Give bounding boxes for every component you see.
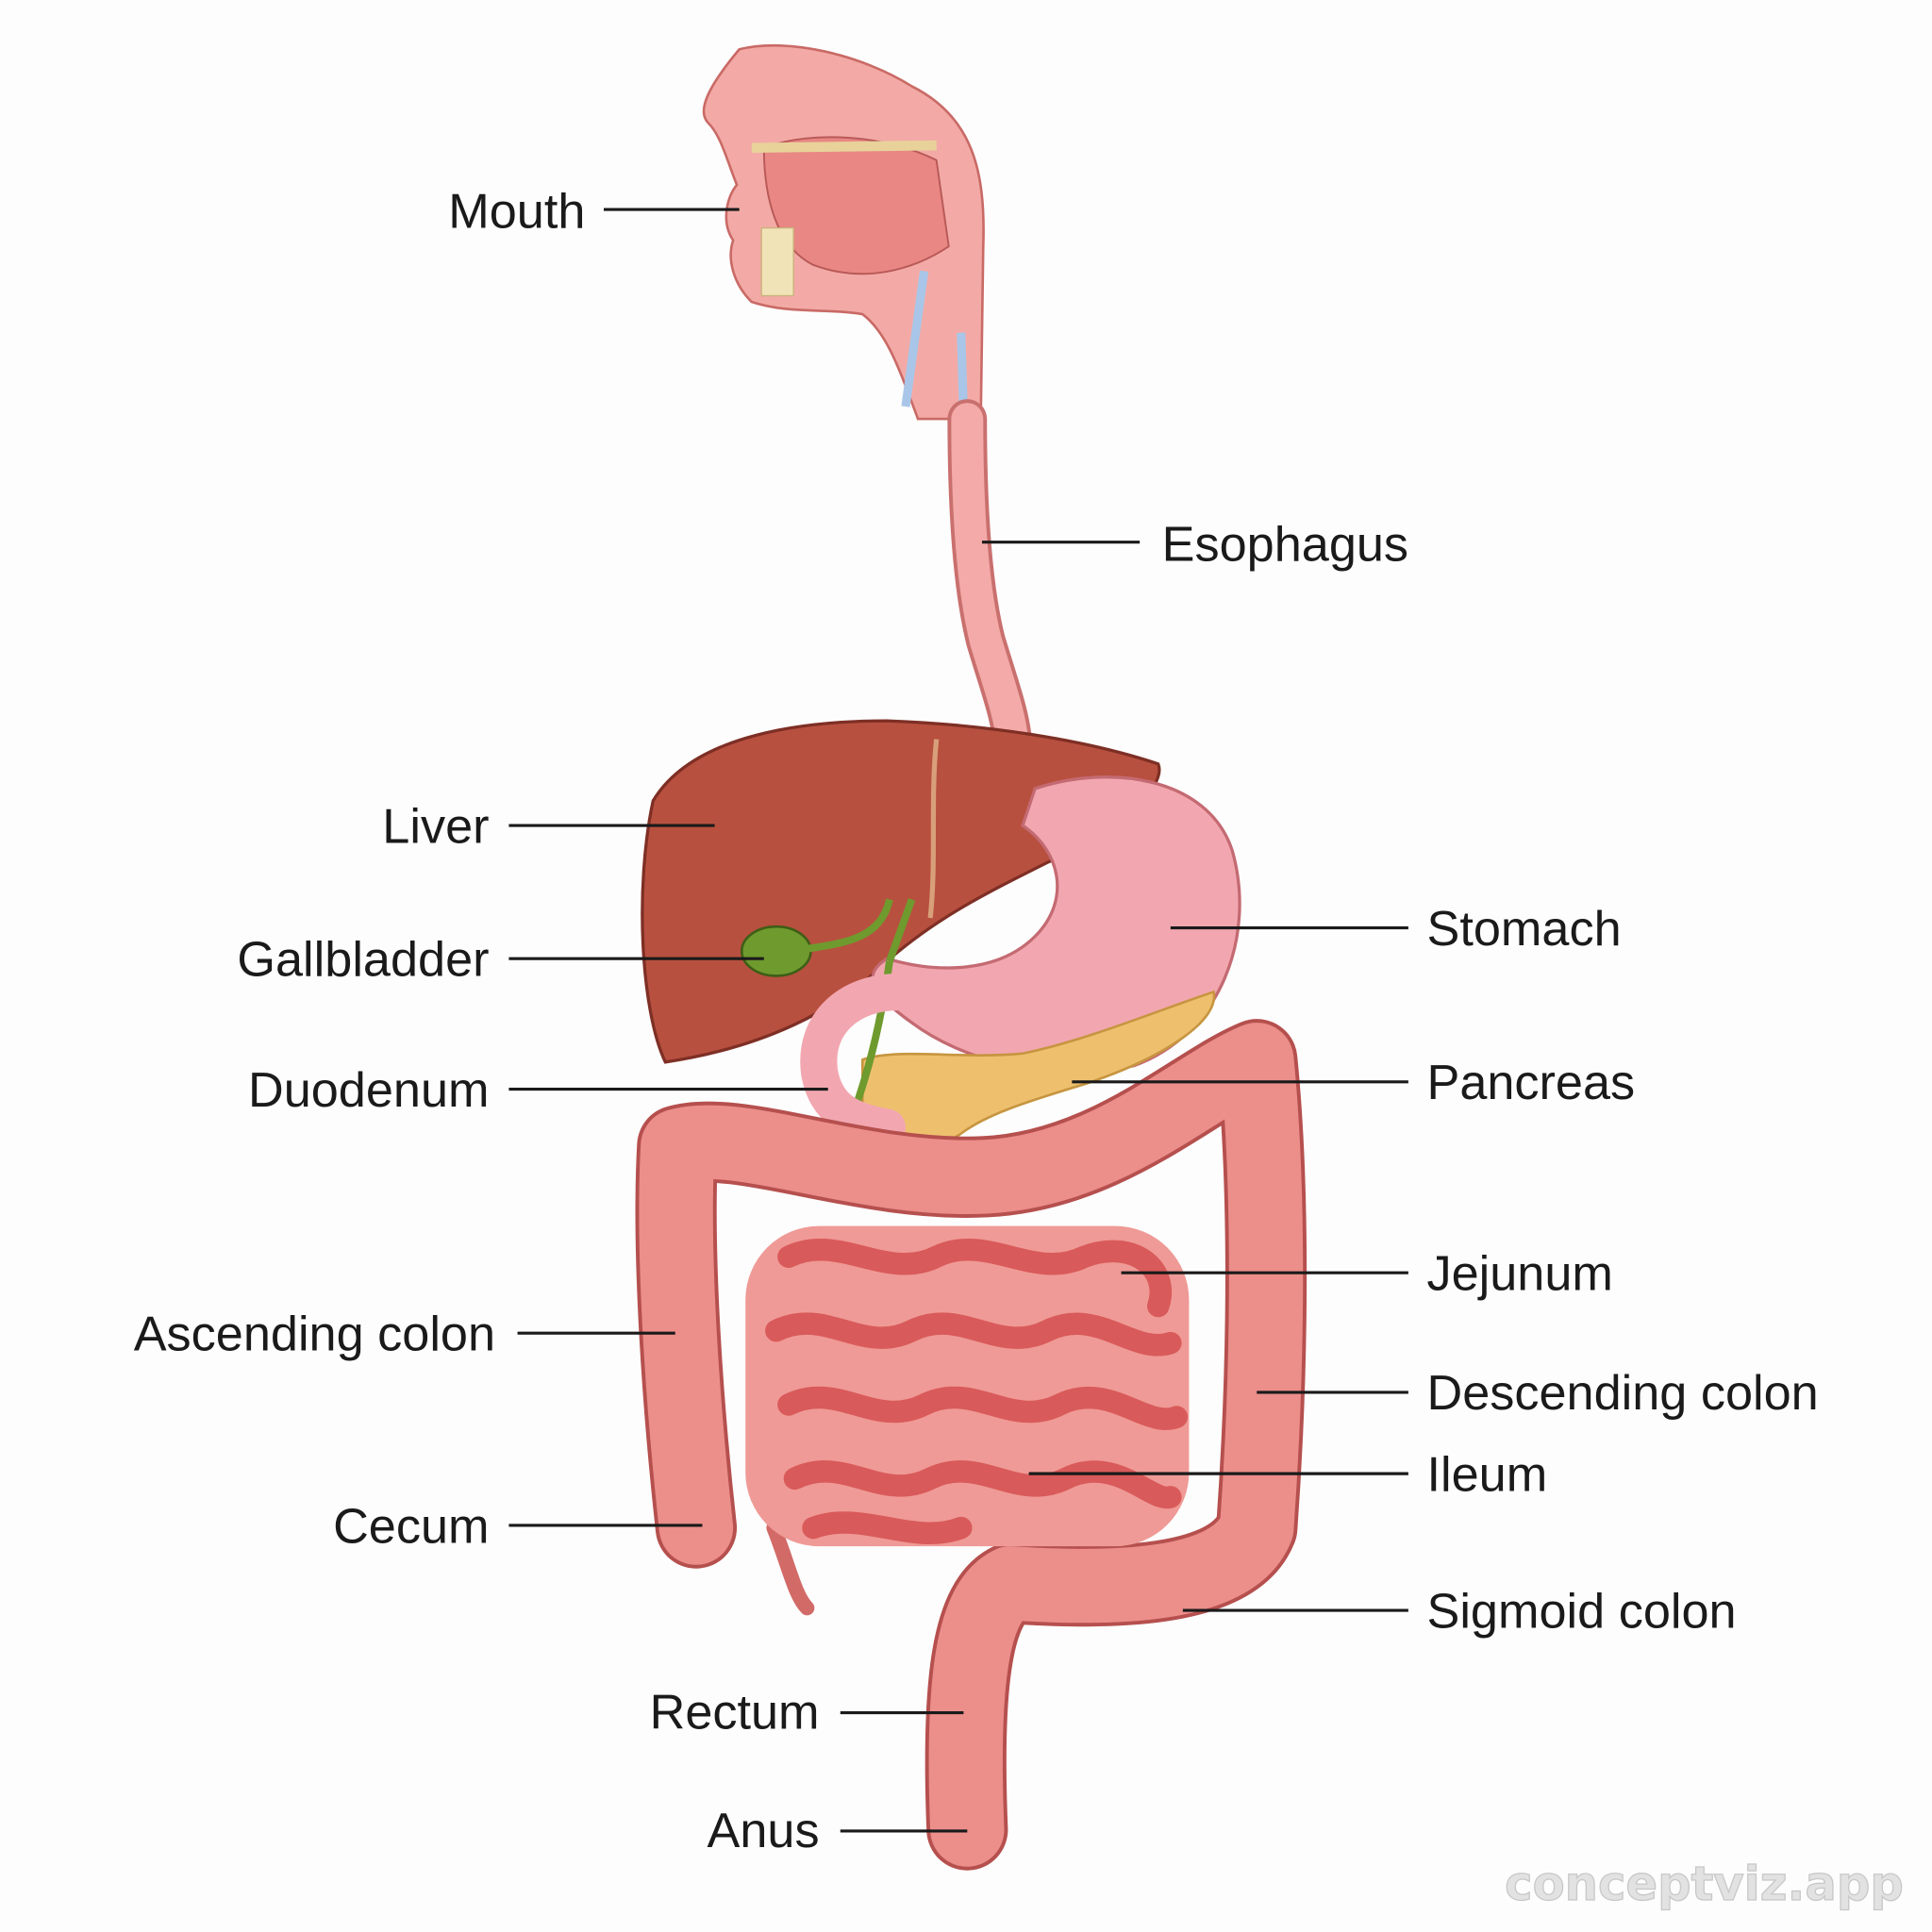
label-anus: Anus	[708, 1804, 820, 1858]
label-cecum: Cecum	[333, 1499, 489, 1554]
label-gallbladder: Gallbladder	[237, 932, 489, 987]
duodenum-organ	[800, 973, 919, 1146]
watermark: conceptviz.app	[1505, 1857, 1904, 1911]
label-descending-colon: Descending colon	[1426, 1366, 1818, 1421]
small-intestine-organ	[765, 1238, 1189, 1544]
label-esophagus: Esophagus	[1162, 517, 1408, 572]
label-ileum: Ileum	[1426, 1447, 1547, 1502]
label-stomach: Stomach	[1426, 902, 1621, 957]
label-ascending-colon: Ascending colon	[134, 1307, 495, 1362]
label-jejunum: Jejunum	[1426, 1247, 1612, 1302]
label-duodenum: Duodenum	[248, 1063, 490, 1118]
colon-organ	[639, 1023, 1304, 1867]
label-rectum: Rectum	[650, 1685, 820, 1740]
label-pancreas: Pancreas	[1426, 1056, 1635, 1110]
label-liver: Liver	[382, 799, 489, 854]
gallbladder-organ	[740, 924, 812, 977]
appendix	[766, 1520, 815, 1616]
label-sigmoid-colon: Sigmoid colon	[1426, 1584, 1736, 1639]
label-mouth: Mouth	[448, 185, 585, 240]
head-cross-section	[702, 43, 985, 421]
stomach-organ	[871, 775, 1241, 1074]
